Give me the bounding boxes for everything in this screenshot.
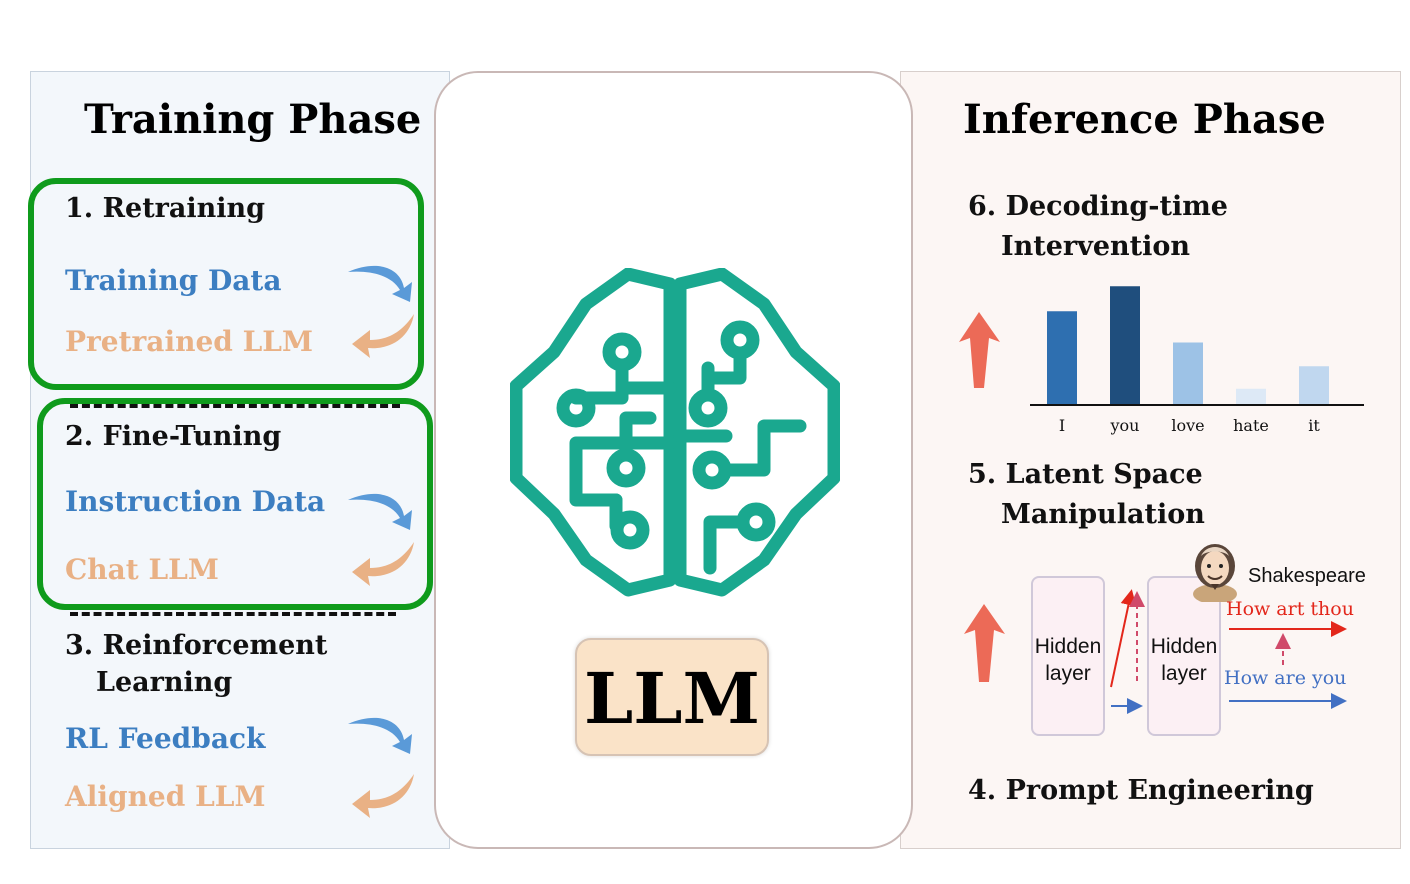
bar-it — [1299, 366, 1329, 405]
source-phrase: How are you — [1224, 667, 1347, 689]
finetuning-box — [37, 398, 433, 610]
hidden-layer-label: layer — [1045, 662, 1091, 685]
shakespeare-avatar — [1193, 544, 1237, 602]
curved-arrow-left-icon — [352, 542, 414, 586]
tick-label-it: it — [1308, 416, 1320, 435]
hidden-layer-label: Hidden — [1150, 635, 1218, 658]
target-phrase: How art thou — [1226, 598, 1354, 620]
curved-arrow-right-icon — [348, 717, 412, 754]
curved-arrows-rl — [348, 717, 414, 818]
tick-label-I: I — [1058, 416, 1066, 435]
curved-arrow-right-icon — [348, 265, 412, 302]
pretrained-llm-label: Pretrained LLM — [65, 325, 313, 358]
hidden-layer-label: Hidden — [1034, 635, 1102, 658]
up-arrow-icon — [959, 312, 1000, 388]
separator-line — [70, 612, 396, 616]
finetuning-label: 2. Fine-Tuning — [65, 421, 282, 452]
decoding-label: 6. Decoding-time — [968, 191, 1228, 222]
curved-arrow-left-icon — [352, 774, 414, 818]
hidden-layer-box: Hidden layer — [1031, 576, 1105, 736]
aligned-llm-label: Aligned LLM — [65, 780, 266, 813]
separator-line — [70, 404, 400, 408]
bar-you — [1110, 286, 1140, 405]
tick-label-you: you — [1110, 416, 1140, 435]
steered-vector-arrow — [1110, 589, 1137, 688]
hidden-layer-box: Hidden layer — [1147, 576, 1221, 736]
instruction-data-label: Instruction Data — [65, 485, 326, 518]
llm-label: LLM — [584, 657, 760, 740]
bars-group — [1047, 286, 1329, 405]
token-probability-chart — [959, 286, 1364, 406]
training-phase-title: Training Phase — [84, 96, 422, 143]
inference-phase-title: Inference Phase — [963, 96, 1326, 143]
curved-arrows-finetuning — [348, 493, 414, 586]
retraining-label: 1. Retraining — [65, 193, 266, 224]
training-data-label: Training Data — [65, 264, 282, 297]
curved-arrows-retraining — [348, 265, 414, 358]
retraining-box — [28, 178, 424, 390]
decoding-label-line2: Intervention — [1001, 231, 1190, 262]
circuit-brain-icon — [510, 268, 840, 597]
curved-arrow-left-icon — [352, 314, 414, 358]
bar-hate — [1236, 388, 1266, 405]
rl-label: 3. Reinforcement — [65, 630, 328, 661]
latent-label-line2: Manipulation — [1001, 499, 1205, 530]
bar-I — [1047, 311, 1077, 405]
tick-label-hate: hate — [1233, 416, 1269, 435]
hidden-layer-label: layer — [1161, 662, 1207, 685]
curved-arrow-right-icon — [348, 493, 412, 530]
llm-label-box: LLM — [575, 638, 769, 756]
persona-label: Shakespeare — [1248, 565, 1366, 587]
chat-llm-label: Chat LLM — [65, 553, 219, 586]
steering-vectors — [1110, 589, 1347, 714]
rl-feedback-label: RL Feedback — [65, 722, 266, 755]
up-arrow-icon — [964, 604, 1005, 682]
latent-label: 5. Latent Space — [968, 459, 1203, 490]
bar-love — [1173, 342, 1203, 405]
tick-label-love: love — [1171, 416, 1205, 435]
rl-label-line2: Learning — [96, 667, 233, 698]
prompt-engineering-label: 4. Prompt Engineering — [968, 775, 1314, 806]
